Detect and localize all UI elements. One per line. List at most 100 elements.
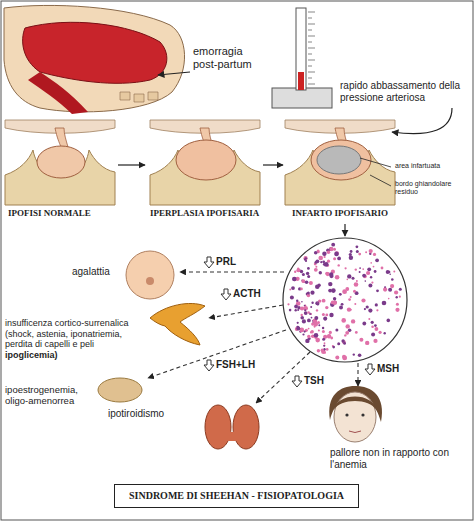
cell-dot [316,309,318,311]
cell-dot [324,345,326,347]
cell-dot [353,290,356,293]
leader-line [360,158,391,167]
cell-dot [356,280,358,282]
leader-line [370,175,391,186]
cell-dot [291,286,295,290]
cell-dot [376,309,378,311]
cell-dot [350,296,352,298]
cell-dot [386,270,390,274]
cell-dot [324,317,327,320]
cell-dot [362,274,366,278]
cell-dot [314,316,318,320]
cell-dot [289,309,292,312]
cell-dot [324,342,326,344]
cell-dot [325,314,328,317]
decrease-symbol [204,257,214,268]
cell-dot [346,324,350,328]
cell-dot [301,301,303,303]
cell-dot [369,249,373,253]
cell-dot [324,256,326,258]
scale-tick [308,78,312,79]
cell-dot [399,296,401,298]
cell-dot [322,299,326,303]
cell-dot [365,341,369,345]
cell-dot [335,355,339,359]
cell-dot [325,306,328,309]
cell-dot [317,303,319,305]
cell-dot [393,271,395,273]
cell-dot [383,288,387,292]
cell-dot [344,334,346,336]
cell-dot [311,302,313,304]
cell-dot [294,305,298,309]
cell-dot [341,303,344,306]
label-text: ipoglicemia) [5,350,58,361]
cell-dot [305,280,309,284]
cell-dot [324,352,326,354]
cell-dot [388,298,390,300]
cell-dot [307,319,311,323]
cell-dot [333,297,336,300]
cell-dot [368,309,372,313]
cell-dot [370,262,372,264]
cell-dot [394,290,398,294]
cell-dot [311,317,313,319]
cell-dot [395,308,399,312]
breast [126,251,174,299]
histology-cells [287,243,401,360]
cell-dot [341,318,346,323]
cell-dot [322,327,324,329]
cell-dot [335,329,338,332]
label-text: ipotiroidismo [108,408,164,420]
cell-dot [351,319,355,323]
cell-dot [304,331,306,333]
cell-dot [314,251,318,255]
cell-dot [322,338,325,341]
cell-dot [308,328,310,330]
cell-dot [345,267,347,269]
cell-dot [307,275,310,278]
cell-dot [300,316,304,320]
cell-dot [364,308,366,310]
cell-dot [371,282,373,284]
cell-dot [317,349,320,352]
cell-dot [376,289,379,292]
cell-dot [318,256,323,261]
cell-dot [366,305,369,308]
cell-dot [328,282,332,286]
cell-dot [349,253,352,256]
cell-dot [307,335,310,338]
label-text: TSH [304,375,324,387]
cell-dot [304,309,306,311]
cell-dot [389,273,391,275]
cell-dot [295,309,297,311]
cell-dot [355,331,358,334]
cell-dot [368,283,372,287]
cell-dot [362,268,364,270]
cell-dot [348,298,351,301]
cell-dot [373,339,377,343]
cell-dot [375,258,379,262]
pale-face [329,386,382,442]
cell-dot [342,340,346,344]
cell-dot [331,288,336,293]
cell-dot [317,321,320,324]
cell-dot [303,306,308,311]
label-text: emorragia post-partum [193,45,255,71]
cell-dot [339,293,342,296]
cell-dot [382,301,387,306]
cell-dot [347,307,351,311]
cell-dot [314,326,316,328]
scale-tick [308,12,315,13]
cell-dot [368,318,370,320]
flow-arrow [263,164,283,165]
label-text: FSH+LH [216,359,255,371]
cell-dot [379,331,382,334]
cell-dot [371,325,374,328]
cell-dot [293,277,297,281]
stage-caption: IPERPLASIA IPOFISARIA [150,208,259,219]
cell-dot [335,275,340,280]
cell-dot [309,313,311,315]
label-text: area infartuata [395,162,470,170]
